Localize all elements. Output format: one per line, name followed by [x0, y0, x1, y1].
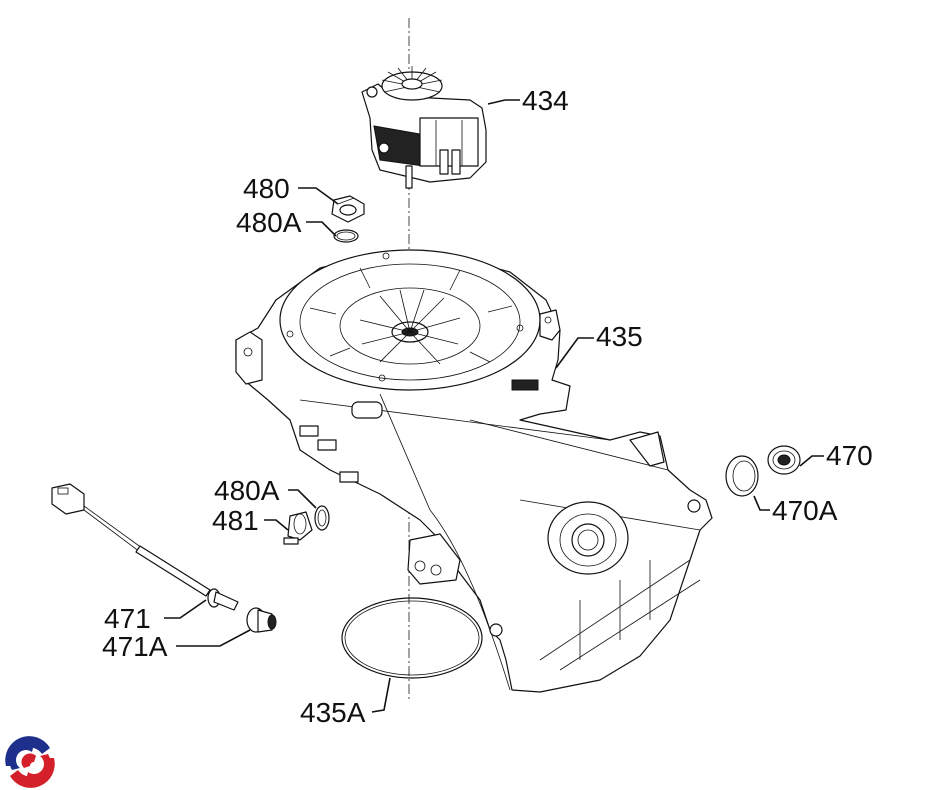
leader-480A-mid [288, 489, 317, 509]
leader-471 [164, 599, 207, 619]
housing-gasket-435A[interactable] [341, 597, 483, 679]
leader-435 [555, 337, 594, 369]
callout-471[interactable]: 471 [104, 603, 151, 634]
callout-481[interactable]: 481 [212, 505, 259, 536]
o-ring-480A[interactable] [314, 505, 330, 531]
leader-470 [799, 455, 824, 467]
callout-480A-top[interactable]: 480A [236, 207, 302, 238]
leader-470A [753, 495, 770, 511]
temperature-probe-471[interactable] [51, 483, 239, 611]
callout-480[interactable]: 480 [243, 173, 290, 204]
callout-470A[interactable]: 470A [772, 495, 838, 526]
leader-435A [371, 677, 391, 713]
callout-435[interactable]: 435 [596, 321, 643, 352]
callout-470[interactable]: 470 [826, 440, 873, 471]
callout-480A-mid[interactable]: 480A [214, 475, 280, 506]
plug-470[interactable] [767, 445, 801, 475]
callout-435A[interactable]: 435A [300, 697, 366, 728]
probe-grommet-471A[interactable] [246, 607, 277, 633]
leader-471A [176, 629, 251, 647]
leader-480A-top [306, 221, 337, 237]
callout-471A[interactable]: 471A [102, 631, 168, 662]
plug-gasket-470A[interactable] [725, 455, 759, 497]
brand-logo [5, 736, 55, 788]
sensor-o-ring-480A[interactable] [333, 229, 359, 243]
sensor-480[interactable] [331, 195, 365, 223]
leader-481 [264, 519, 289, 531]
clip-481[interactable] [283, 511, 313, 545]
leader-434 [487, 99, 520, 105]
leader-480 [298, 187, 339, 205]
blower-housing-435[interactable] [235, 249, 713, 693]
blower-motor-434[interactable] [361, 66, 487, 189]
callout-434[interactable]: 434 [522, 85, 569, 116]
